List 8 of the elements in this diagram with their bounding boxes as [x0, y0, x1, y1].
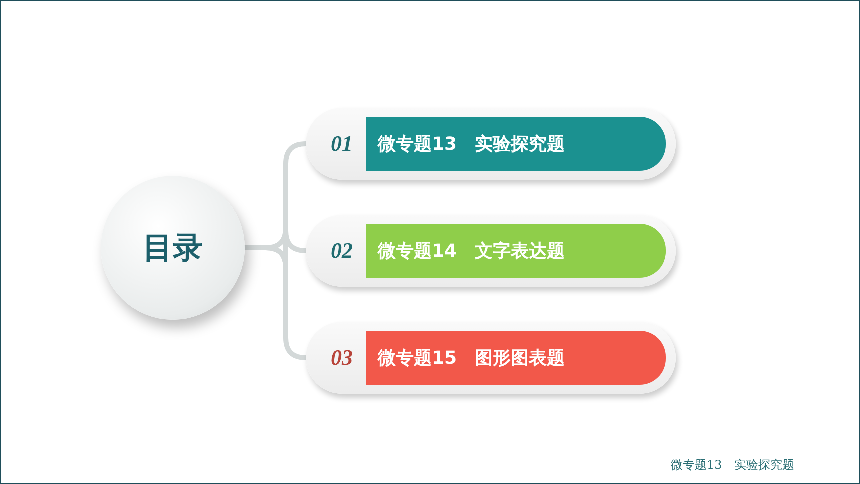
topic-title: 微专题14 文字表达题	[378, 240, 566, 263]
footer-text: 微专题13 实验探究题	[671, 457, 794, 474]
item-number: 01	[330, 130, 354, 158]
item-number: 03	[330, 344, 354, 372]
heading-text: 目录	[143, 230, 203, 268]
item-number: 02	[330, 237, 354, 265]
topic-title: 微专题13 实验探究题	[378, 133, 566, 156]
topic-title: 微专题15 图形图表题	[378, 347, 566, 370]
